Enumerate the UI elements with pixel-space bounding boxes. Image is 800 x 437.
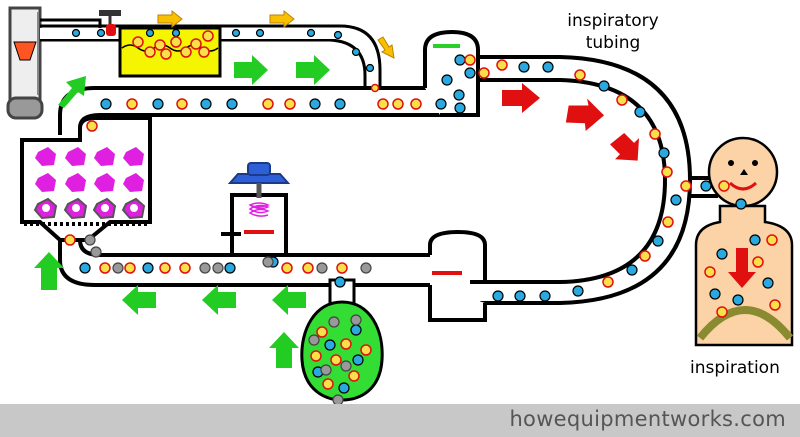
oxygen-bubbles: [71, 28, 774, 394]
footer-bar: howequipmentworks.com: [0, 404, 800, 437]
flow-arrows-red: [502, 83, 756, 288]
inspiratory-tubing-label: inspiratory tubing: [548, 10, 678, 54]
flow-arrows-small: [157, 9, 395, 59]
expiratory-valve-icon: [428, 229, 487, 322]
co2-absorber-icon: [20, 116, 152, 242]
inspiration-label: inspiration: [690, 358, 780, 378]
inspiratory-valve-icon: [423, 29, 480, 117]
site-credit: howequipmentworks.com: [509, 407, 786, 431]
flow-arrows-green: [34, 55, 330, 368]
patient-icon: [694, 136, 794, 347]
anesthetic-bubbles: [64, 30, 781, 390]
inspiratory-tubing-label-line1: inspiratory: [567, 11, 659, 31]
apl-valve-icon: [221, 162, 291, 257]
inspiratory-tubing-label-line2: tubing: [585, 33, 641, 53]
co2-bubbles: [84, 234, 372, 406]
